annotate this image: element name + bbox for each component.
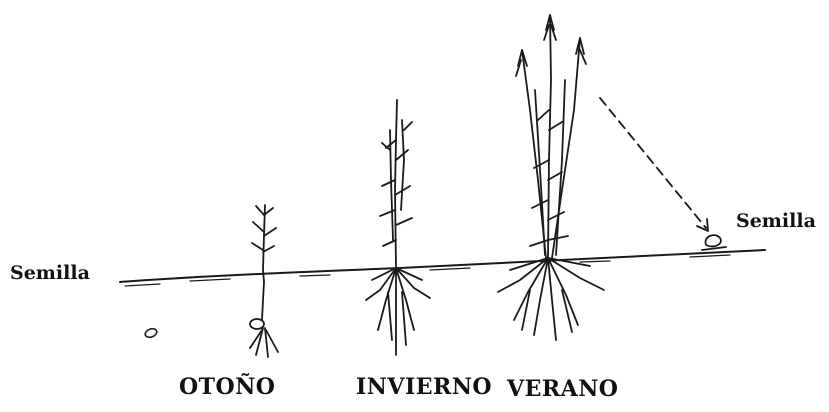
dispersed-seed-icon — [702, 235, 726, 250]
seed-dispersal-arrow — [600, 98, 708, 231]
seed-label-left: Semilla — [10, 262, 90, 284]
loose-seed-icon — [144, 327, 158, 339]
autumn-seedling-icon — [250, 205, 278, 357]
stage-label-autumn: OTOÑO — [179, 374, 275, 400]
ground-line — [120, 250, 765, 286]
seed-label-right: Semilla — [736, 210, 816, 232]
winter-plant-icon — [366, 100, 430, 355]
stage-label-winter: INVIERNO — [356, 374, 492, 400]
stage-label-summer: VERANO — [507, 376, 618, 402]
summer-plant-icon — [498, 15, 604, 340]
